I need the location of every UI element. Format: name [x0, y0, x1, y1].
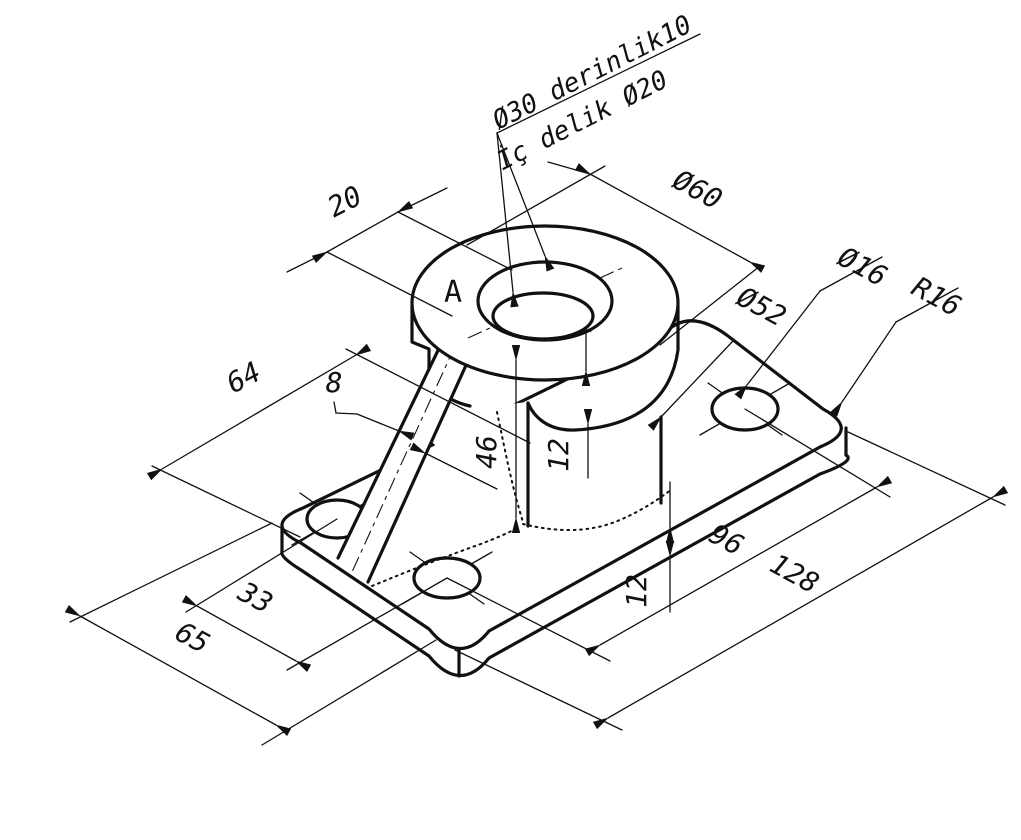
dim-o52-leader — [647, 340, 734, 431]
dim-46-text: 46 — [470, 435, 503, 469]
dim-33-text: 33 — [232, 575, 278, 621]
dim-o60-overshoot — [547, 161, 591, 175]
dim-96-text: 96 — [704, 517, 749, 562]
dim-8: 8 — [326, 366, 498, 490]
dim-20-line — [311, 200, 414, 264]
rib-edges — [336, 338, 474, 584]
view-label-a: A — [444, 275, 462, 310]
dim-8-text: 8 — [326, 366, 343, 399]
dim-o16-text: Ø16 — [832, 240, 892, 293]
boss-body — [410, 300, 680, 528]
dim-12-boss: 12 — [542, 329, 593, 479]
dim-8-arrow-left — [356, 413, 415, 441]
flange-right-side — [526, 304, 680, 432]
dim-8-arrow-right — [409, 442, 498, 490]
boss-body-mask — [412, 300, 661, 527]
rib-centerline — [351, 345, 456, 573]
dim-64-line — [146, 343, 372, 481]
dim-65-line — [64, 605, 292, 736]
dim-r16-underline — [895, 287, 959, 323]
dim-r16-text: R16 — [906, 270, 966, 323]
leader-underline — [496, 33, 701, 134]
dim-o16-leader — [734, 290, 821, 400]
dim-20-text: 20 — [322, 179, 367, 224]
dim-8-leader — [333, 401, 358, 415]
dim-12-plate-text: 12 — [620, 574, 653, 608]
fillet-texture — [371, 411, 673, 587]
dim-128-text: 128 — [764, 547, 824, 600]
dim-64-text: 64 — [221, 355, 266, 400]
leader-arrow-counterbore — [496, 132, 555, 272]
rib-mask — [338, 340, 472, 582]
dim-r16: R16 — [830, 270, 967, 417]
dim-128-line — [592, 485, 1009, 730]
dim-65-text: 65 — [170, 615, 215, 660]
dim-o52-text: Ø52 — [731, 280, 791, 333]
dim-o60-text: Ø60 — [667, 163, 727, 216]
dim-o60-line — [574, 163, 766, 273]
support-rib — [336, 338, 474, 584]
fillet-dots-left — [496, 411, 524, 523]
counterbore-floor-arc — [498, 328, 592, 342]
leader-arrow-innerhole — [496, 132, 519, 308]
dim-o16-underline — [819, 256, 883, 292]
dim-46: 46 — [470, 345, 521, 533]
dim-12-boss-text: 12 — [542, 438, 575, 472]
fillet-dots-rib — [371, 526, 520, 587]
dim-r16-leader — [830, 321, 897, 417]
